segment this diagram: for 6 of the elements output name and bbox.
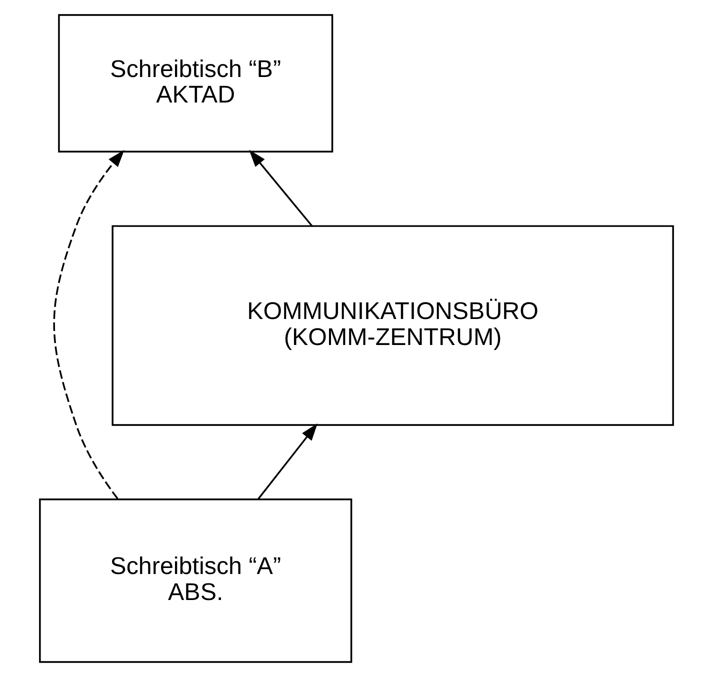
node-box: Schreibtisch “B” AKTAD <box>58 14 333 153</box>
node-box: KOMMUNIKATIONSBÜRO (KOMM-ZENTRUM) <box>111 225 674 426</box>
node-box: Schreibtisch “A” ABS. <box>38 498 352 663</box>
arrow <box>256 423 318 500</box>
arrow <box>248 150 312 227</box>
arrow <box>52 150 124 500</box>
